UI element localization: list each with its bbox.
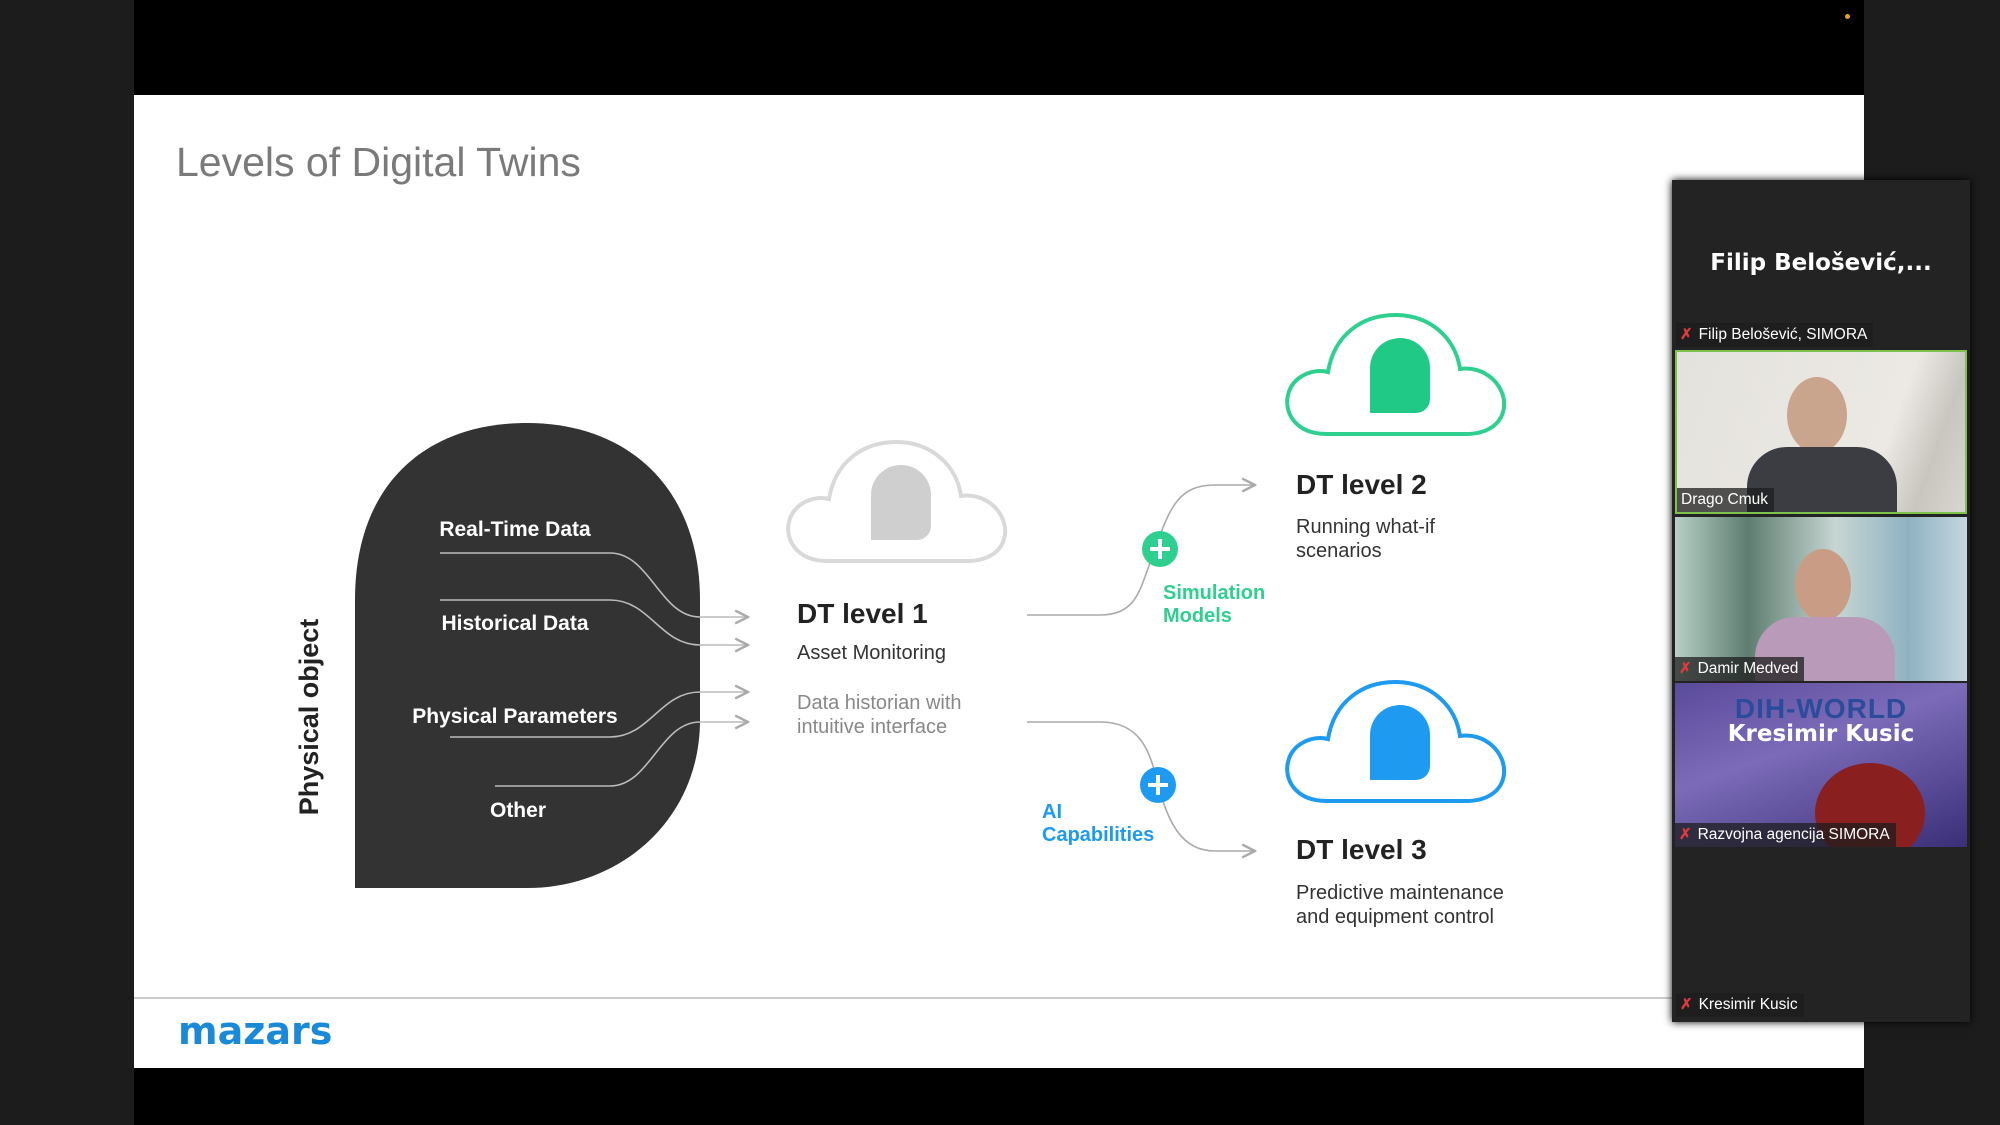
dt2-title: DT level 2 [1296, 469, 1427, 500]
participant-video [1795, 549, 1851, 621]
participant-label: Drago Cmuk [1677, 488, 1774, 512]
dt1-desc: intuitive interface [797, 716, 947, 738]
video-tile[interactable]: Drago Cmuk [1675, 350, 1967, 514]
input-label: Real-Time Data [439, 518, 591, 541]
participants-panel: Filip Belošević,... ✗ Filip Belošević, SI… [1672, 180, 1970, 1022]
participant-name-large: Filip Belošević,... [1710, 250, 1932, 276]
input-connectors [440, 552, 748, 787]
participant-label-text: Razvojna agencija SIMORA [1697, 826, 1890, 843]
participant-label: ✗ Razvojna agencija SIMORA [1675, 823, 1896, 847]
dt2-cloud-icon [1285, 312, 1507, 436]
recording-indicator [1845, 14, 1850, 19]
ai-capabilities-label: Capabilities [1042, 824, 1154, 846]
simulation-models-label: Simulation [1163, 582, 1265, 604]
participant-label-text: Drago Cmuk [1681, 491, 1768, 508]
mic-muted-icon: ✗ [1679, 826, 1692, 843]
video-tile[interactable]: DIH-WORLD ✗ Razvojna agencija SIMORA [1675, 683, 1967, 847]
participant-label: ✗ Damir Medved [1675, 657, 1805, 681]
participant-name-large: Kresimir Kusic [1727, 721, 1915, 747]
dt1-desc: Data historian with [797, 692, 962, 714]
mic-muted-icon: ✗ [1680, 996, 1693, 1013]
dt3-title: DT level 3 [1296, 834, 1427, 865]
level-connectors [1027, 485, 1255, 851]
input-label: Physical Parameters [412, 705, 617, 728]
dt1-cloud-icon [786, 439, 1008, 563]
dt2-desc: Running what-if [1296, 516, 1435, 538]
dt3-cloud-icon [1285, 679, 1507, 803]
dt3-desc: and equipment control [1296, 906, 1494, 928]
input-label: Other [490, 799, 546, 822]
dt1-subtitle: Asset Monitoring [797, 642, 946, 664]
participant-label-text: Filip Belošević, SIMORA [1698, 326, 1868, 343]
participant-label-text: Damir Medved [1697, 660, 1799, 677]
participant-label-text: Kresimir Kusic [1698, 996, 1798, 1013]
dt3-desc: Predictive maintenance [1296, 882, 1504, 904]
physical-object-shape [355, 423, 700, 888]
screen-share-bottom-bar [134, 1068, 1864, 1125]
screen-share-top-bar [134, 0, 1864, 95]
participant-label: ✗ Filip Belošević, SIMORA [1676, 323, 1874, 347]
plus-icon-green [1142, 531, 1178, 567]
participant-label: ✗ Kresimir Kusic [1676, 993, 1804, 1017]
mazars-logo: mazars [178, 1009, 332, 1053]
ai-capabilities-label: AI [1042, 801, 1062, 823]
dt1-title: DT level 1 [797, 598, 928, 629]
input-label: Historical Data [441, 612, 588, 635]
simulation-models-label: Models [1163, 605, 1232, 627]
mic-muted-icon: ✗ [1680, 326, 1693, 343]
participant-video [1787, 377, 1847, 453]
slide-title: Levels of Digital Twins [176, 139, 581, 185]
dt2-desc: scenarios [1296, 540, 1382, 562]
virtual-background-text: DIH-WORLD [1734, 693, 1908, 724]
mic-muted-icon: ✗ [1679, 660, 1692, 677]
plus-icon-blue [1140, 767, 1176, 803]
video-tile[interactable]: ✗ Damir Medved [1675, 517, 1967, 681]
physical-object-label: Physical object [294, 619, 324, 816]
